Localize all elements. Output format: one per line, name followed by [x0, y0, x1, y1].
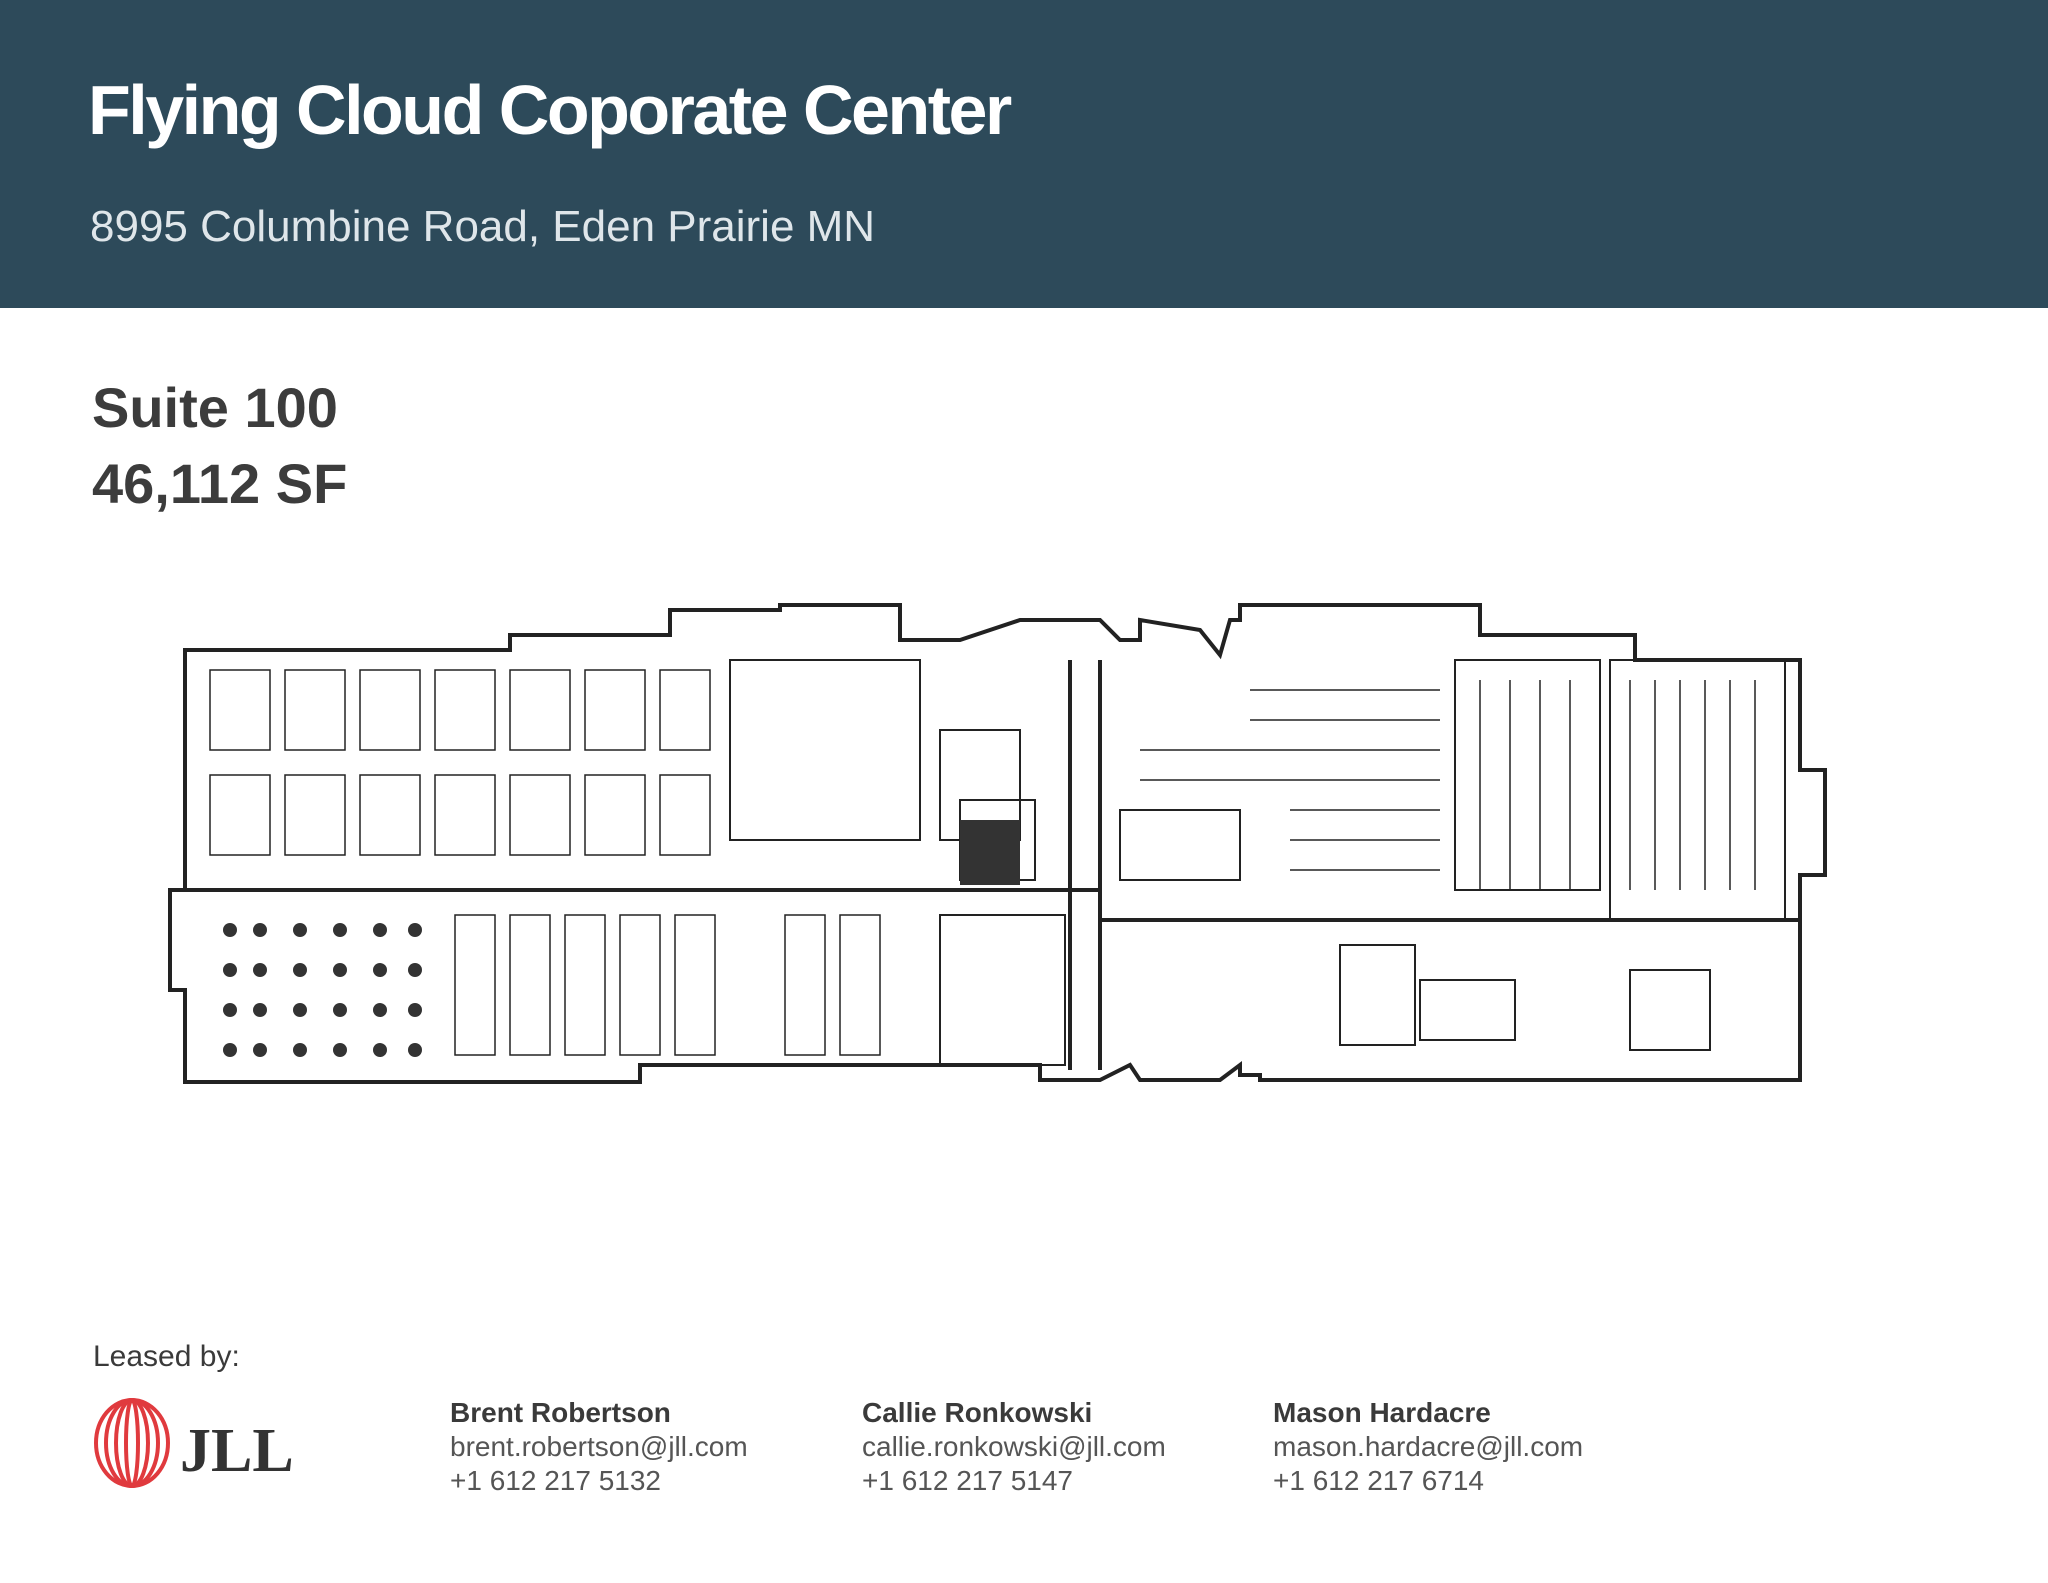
suite-info: Suite 100 46,112 SF — [92, 370, 347, 522]
contact-name: Callie Ronkowski — [862, 1397, 1093, 1428]
contact-email[interactable]: brent.robertson@jll.com — [450, 1431, 748, 1462]
page-title: Flying Cloud Coporate Center — [88, 71, 1012, 149]
contact-phone[interactable]: +1 612 217 5147 — [862, 1465, 1073, 1496]
contact-phone[interactable]: +1 612 217 6714 — [1273, 1465, 1484, 1496]
contact-card: Mason Hardacre mason.hardacre@jll.com +1… — [1273, 1396, 1673, 1498]
contact-card: Brent Robertson brent.robertson@jll.com … — [450, 1396, 850, 1498]
svg-text:JLL: JLL — [180, 1417, 294, 1485]
contact-email[interactable]: mason.hardacre@jll.com — [1273, 1431, 1584, 1462]
floorplan-drawing — [168, 603, 1827, 1084]
suite-area: 46,112 SF — [92, 452, 348, 515]
property-address: 8995 Columbine Road, Eden Prairie MN — [90, 202, 876, 251]
leased-by-label: Leased by: — [93, 1340, 240, 1373]
contact-phone[interactable]: +1 612 217 5132 — [450, 1465, 661, 1496]
suite-name: Suite 100 — [92, 376, 338, 439]
contact-name: Mason Hardacre — [1273, 1397, 1491, 1428]
contact-email[interactable]: callie.ronkowski@jll.com — [862, 1431, 1166, 1462]
contact-card: Callie Ronkowski callie.ronkowski@jll.co… — [862, 1396, 1262, 1498]
contact-name: Brent Robertson — [450, 1397, 671, 1428]
jll-logo: JLL — [94, 1398, 294, 1488]
header-banner: Flying Cloud Coporate Center 8995 Columb… — [0, 0, 2048, 308]
